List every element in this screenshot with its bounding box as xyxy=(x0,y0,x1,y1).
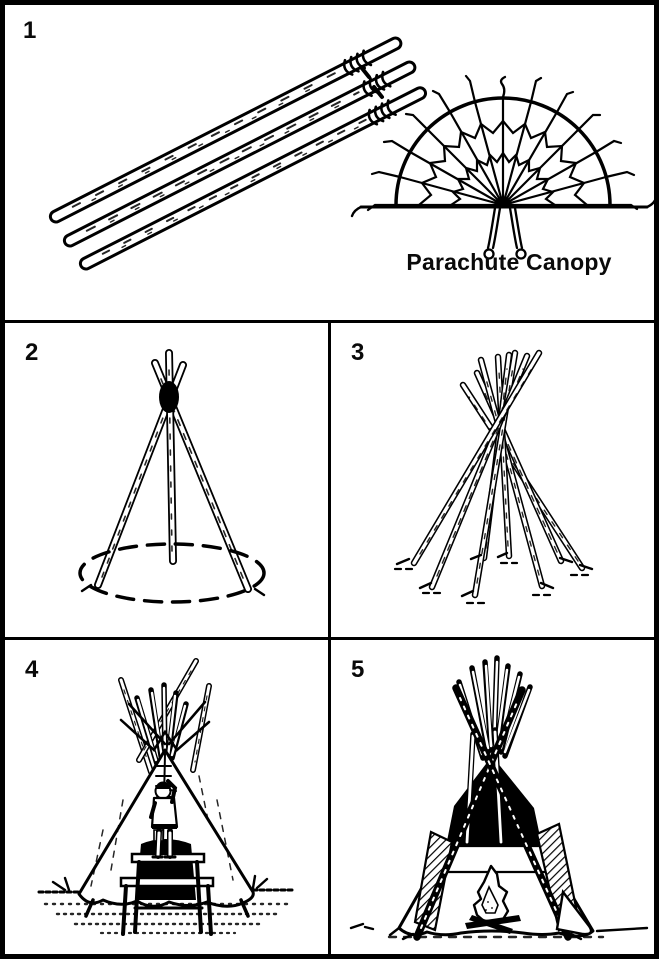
panel-2-number: 2 xyxy=(25,339,39,366)
panel-1-number: 1 xyxy=(23,17,37,44)
panel-4-number: 4 xyxy=(25,656,39,683)
covering-tipi-illustration xyxy=(37,658,297,936)
tripod-frame-illustration xyxy=(78,349,266,604)
panel-5: 5 xyxy=(331,640,654,954)
panel-3-number: 3 xyxy=(351,339,365,366)
lashed-poles-illustration xyxy=(48,36,428,271)
panel-1: 1 xyxy=(5,5,654,320)
parachute-canopy-label: Parachute Canopy xyxy=(406,249,612,275)
panel-1-drawing xyxy=(48,36,654,271)
finished-tipi-illustration xyxy=(349,655,649,941)
panel-5-number: 5 xyxy=(351,656,365,683)
pole-frame-illustration xyxy=(393,349,594,605)
panel-3: 3 xyxy=(331,323,654,637)
panel-4: 4 xyxy=(5,640,328,954)
parachute-canopy-illustration xyxy=(350,74,654,260)
panel-2: 2 xyxy=(5,323,328,637)
